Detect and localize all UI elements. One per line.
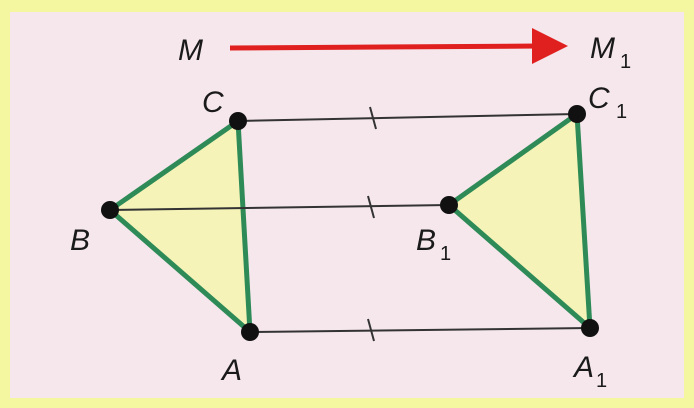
- label-b: B: [70, 224, 90, 257]
- label-c: C: [202, 86, 224, 119]
- triangle-abc: [107, 118, 253, 335]
- segment-cc1: [237, 113, 578, 122]
- label-c1: C: [588, 82, 610, 115]
- label-b1: B: [416, 224, 436, 257]
- point-b1: [440, 196, 458, 214]
- triangle-a1b1c1: [446, 111, 593, 331]
- vector-arrow-head: [532, 28, 568, 64]
- point-b: [101, 201, 119, 219]
- label-b1-subscript: 1: [440, 243, 451, 265]
- label-m1-subscript: 1: [620, 51, 631, 73]
- tick-mark-bb1: [367, 195, 375, 219]
- point-c1: [568, 105, 586, 123]
- tick-mark-aa1: [367, 318, 375, 342]
- label-m: M: [178, 34, 203, 67]
- label-c1-subscript: 1: [616, 101, 627, 123]
- label-a1: A: [572, 351, 594, 384]
- point-a: [241, 323, 259, 341]
- segment-aa1: [249, 327, 591, 333]
- point-c: [229, 112, 247, 130]
- point-a1: [581, 319, 599, 337]
- label-m1: M: [590, 32, 615, 65]
- tick-mark-cc1: [369, 106, 377, 130]
- label-a1-subscript: 1: [596, 370, 607, 392]
- label-a: A: [220, 354, 242, 387]
- segment-bb1: [109, 204, 450, 211]
- vector-arrow-shaft: [229, 43, 541, 51]
